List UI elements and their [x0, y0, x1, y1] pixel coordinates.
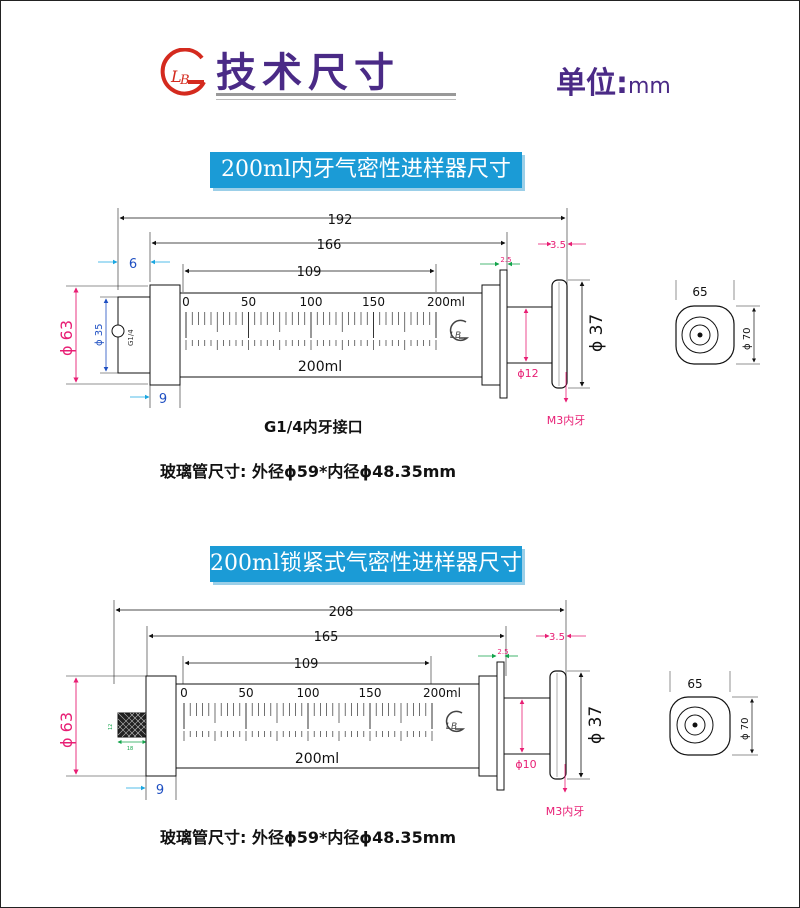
- syringe2-dim-phi63: ϕ 63: [57, 712, 76, 748]
- svg-text:LB: LB: [446, 722, 457, 732]
- unit-caption: 单位:: [556, 66, 628, 101]
- syringe2-dim-3-5: 3.5: [549, 632, 565, 643]
- syringe2-small-a: 18: [127, 746, 133, 752]
- page-title: 技术尺寸: [216, 50, 400, 96]
- syringe1-g14-label: G1/4: [127, 329, 135, 346]
- svg-text:B: B: [179, 73, 190, 88]
- syringe1-dim-phi37: ϕ 37: [587, 314, 607, 352]
- syringe1-scale-label: 50: [241, 295, 256, 309]
- syringe2-m3-label: M3内牙: [546, 804, 585, 818]
- syringe2-end-diameter: ϕ 70: [740, 718, 751, 741]
- syringe1-volume: 200ml: [298, 359, 342, 375]
- title-underline: [216, 93, 456, 96]
- syringe1-port-note: G1/4内牙接口: [264, 418, 363, 436]
- title-underline-thin: [216, 99, 456, 100]
- syringe2-scale-label: 50: [238, 686, 253, 700]
- syringe2-scale-label: 200ml: [423, 686, 461, 700]
- syringe1-m3-label: M3内牙: [547, 413, 586, 427]
- syringe2-barrel-logo: LB: [445, 710, 466, 733]
- syringe1-scale-label: 200ml: [427, 295, 465, 309]
- syringe1-end-width: 65: [692, 285, 707, 299]
- syringe1-dim-phi12: ϕ12: [517, 367, 538, 380]
- syringe2-scale-label: 0: [180, 686, 188, 700]
- unit-value: mm: [628, 74, 671, 99]
- syringe1-dim-3-5: 3.5: [550, 240, 566, 251]
- syringe2-dim-9: 9: [156, 783, 164, 798]
- syringe2-dim-phi10: ϕ10: [515, 758, 536, 771]
- syringe2-scale-label: 100: [297, 686, 320, 700]
- syringe2-glass-note: 玻璃管尺寸: 外径ϕ59*内径ϕ48.35mm: [160, 828, 457, 847]
- syringe2-end-width: 65: [687, 677, 702, 691]
- syringe1-banner: 200ml内牙气密性进样器尺寸: [210, 152, 522, 188]
- syringe1-glass-note: 玻璃管尺寸: 外径ϕ59*内径ϕ48.35mm: [160, 462, 457, 481]
- svg-text:LB: LB: [450, 331, 461, 341]
- syringe1-scale-label: 0: [182, 295, 190, 309]
- syringe1-dim-body: 166: [317, 238, 342, 253]
- syringe2-dim-scale: 109: [294, 657, 319, 672]
- syringe2-volume: 200ml: [295, 751, 339, 767]
- syringe1-dim-2-5: 2.5: [500, 256, 511, 264]
- syringe2-drawing: 208 165 109 9 ϕ 63 18 12 22: [57, 600, 758, 818]
- syringe1-scale-label: 100: [300, 295, 323, 309]
- syringe2-dim-2-5: 2.5: [497, 648, 508, 656]
- syringe2-dim-phi37: ϕ 37: [586, 706, 606, 744]
- syringe2-dim-body: 165: [314, 630, 339, 645]
- syringe2-dim-overall: 208: [329, 605, 354, 620]
- syringe1-end-diameter: ϕ 70: [742, 328, 753, 351]
- svg-text:L: L: [170, 67, 182, 86]
- syringe1-dim-6: 6: [129, 257, 137, 272]
- unit-label: 单位:mm: [556, 58, 671, 102]
- syringe1-dim-overall: 192: [328, 213, 353, 228]
- company-logo: L B: [160, 48, 206, 96]
- syringe2-banner: 200ml锁紧式气密性进样器尺寸: [210, 546, 522, 582]
- syringe2-scale-label: 150: [359, 686, 382, 700]
- syringe1-dim-scale: 109: [297, 265, 322, 280]
- syringe1-dim-9: 9: [159, 392, 167, 407]
- syringe1-dim-phi63: ϕ 63: [57, 320, 76, 356]
- syringe1-dim-phi35: ϕ 35: [94, 324, 105, 347]
- syringe1-barrel-logo: LB: [449, 319, 470, 342]
- syringe2-small-b: 12: [108, 724, 114, 730]
- syringe1-scale-label: 150: [362, 295, 385, 309]
